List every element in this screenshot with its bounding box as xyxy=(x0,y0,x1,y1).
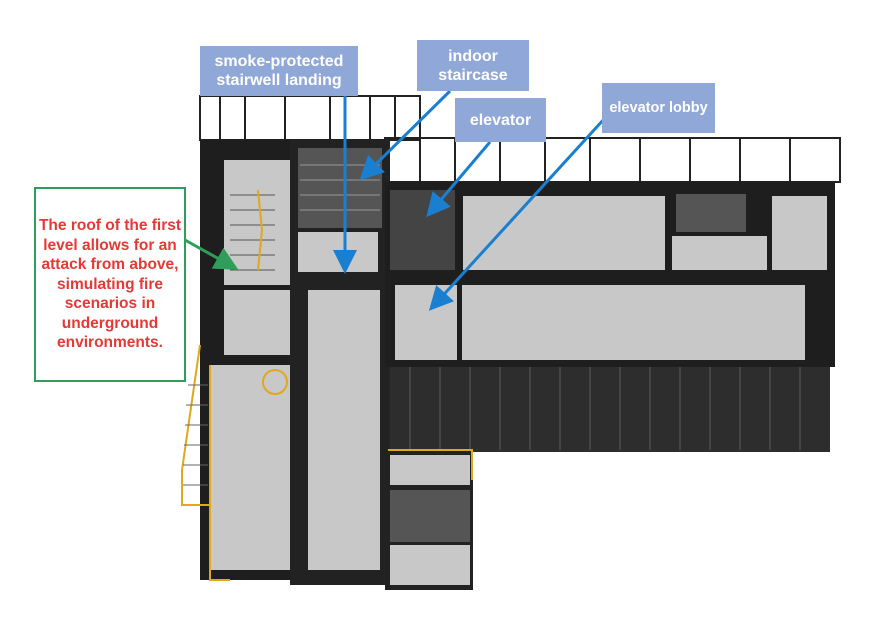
arrow-elevator-lobby xyxy=(428,116,607,311)
roof-attack-note: The roof of the first level allows for a… xyxy=(34,187,186,382)
label-elevator: elevator xyxy=(455,98,546,142)
external-staircase xyxy=(181,344,230,581)
label-smoke-protected-landing: smoke-protected stairwell landing xyxy=(200,46,358,96)
arrow-roof-note xyxy=(184,238,239,270)
arrow-elevator xyxy=(426,141,492,218)
label-elevator-lobby: elevator lobby xyxy=(602,83,715,133)
arrow-indoor-staircase xyxy=(359,89,452,181)
label-indoor-staircase: indoor staircase xyxy=(417,40,529,91)
lower-right-block xyxy=(390,367,830,452)
